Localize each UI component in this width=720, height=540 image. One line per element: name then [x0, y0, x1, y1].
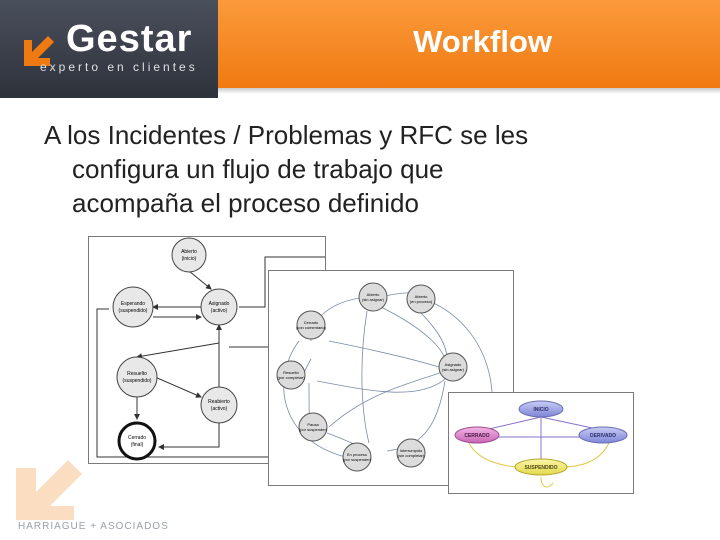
- d2-node-5-sub: (por completar): [277, 375, 305, 380]
- d2-node-1-sub: (sin asignar): [362, 297, 385, 302]
- d2-node-8-sub: (por suspender): [343, 457, 372, 462]
- d1-node-reabierto-sub: (activo): [211, 406, 228, 412]
- d2-node-4: Asignado: [445, 362, 462, 367]
- title-bar: Workflow: [218, 0, 720, 88]
- d1-node-esperando: Esperando: [121, 301, 145, 307]
- watermark-arrow-icon: [16, 460, 82, 520]
- d3-node-derivado: DERIVADO: [590, 433, 616, 439]
- d3-node-suspendido: SUSPENDIDO: [524, 465, 557, 471]
- d2-node-6-sub: (por suspender): [299, 427, 328, 432]
- d3-node-cerrado: CERRADO: [464, 433, 489, 439]
- d2-node-6: Pausa: [307, 422, 319, 427]
- d1-node-resuelto-sub: (suspendido): [123, 378, 152, 384]
- logo-wordmark: Gestar: [66, 18, 193, 60]
- d1-node-reabierto: Reabierto: [208, 399, 230, 405]
- d2-node-1: Abierto: [367, 292, 380, 297]
- d2-node-3-sub: (con comentario): [296, 325, 327, 330]
- footer-company: HARRIAGUE + ASOCIADOS: [18, 521, 169, 532]
- d3-node-inicio: INICIO: [533, 407, 548, 413]
- d1-node-resuelto: Resuelto: [127, 371, 147, 377]
- d1-node-cerrado-sub: (final): [131, 442, 144, 448]
- slide-body: A los Incidentes / Problemas y RFC se le…: [44, 118, 694, 220]
- d1-node-asignado: Asignado: [209, 301, 230, 307]
- logo-tagline: experto en clientes: [40, 60, 198, 74]
- d2-node-7-sub: (sin completar): [398, 453, 425, 458]
- workflow-diagram-rfc: INICIO CERRADO DERIVADO SUSPENDIDO: [448, 392, 634, 494]
- d1-node-esperando-sub: (suspendido): [119, 308, 148, 314]
- d2-node-2-sub: (en proceso): [410, 299, 433, 304]
- body-line-1: A los Incidentes / Problemas y RFC se le…: [44, 120, 529, 150]
- d2-node-4-sub: (sin asignar): [442, 367, 465, 372]
- body-line-2: configura un flujo de trabajo que: [72, 154, 444, 184]
- slide-title: Workflow: [413, 24, 552, 59]
- d2-node-7: Interrumpido: [400, 448, 423, 453]
- logo: Gestar experto en clientes: [0, 0, 218, 98]
- d2-node-2: Abierto: [415, 294, 428, 299]
- d2-node-5: Resuelto: [283, 370, 300, 375]
- d2-node-3: Cerrado: [304, 320, 319, 325]
- body-line-3: acompaña el proceso definido: [72, 188, 419, 218]
- d1-node-abierto: Abierto: [181, 249, 197, 255]
- d2-node-8: En proceso: [347, 452, 368, 457]
- d1-node-cerrado: Cerrado: [128, 435, 146, 441]
- d1-node-abierto-sub: (inicio): [182, 256, 197, 262]
- slide-header: Gestar experto en clientes Workflow: [0, 0, 720, 98]
- d1-node-asignado-sub: (activo): [211, 308, 228, 314]
- logo-arrow-icon: [24, 36, 54, 66]
- title-shadow: [218, 88, 720, 94]
